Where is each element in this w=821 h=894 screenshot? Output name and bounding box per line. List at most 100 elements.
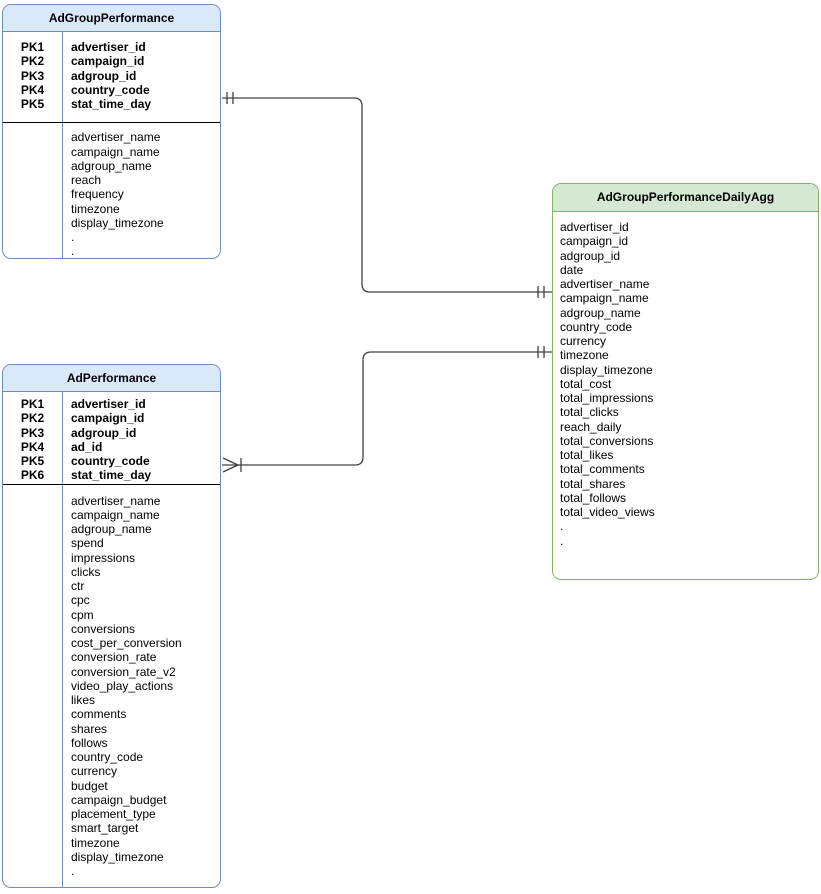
pk-field-name: campaign_id [71,411,145,426]
attribute-name: . [71,230,75,244]
pk-label-column-empty [3,484,63,887]
attribute-name: cpc [71,593,90,608]
attribute-name: display_timezone [560,362,653,377]
attribute-name: campaign_id [560,234,629,249]
pk-label: PK4 [20,439,45,454]
attribute-name: cpm [71,607,94,622]
attribute-name: campaign_name [71,144,160,159]
attribute-name: likes [71,693,96,707]
attribute-name: conversions [71,621,136,636]
pk-field-name: campaign_id [71,54,145,69]
attribute-name: timezone [71,201,120,216]
pk-field-name: country_code [71,82,150,97]
entity-title: AdPerformance [3,365,220,392]
attribute-name: . [560,533,564,548]
attribute-name: . [71,864,75,878]
entity-title: AdGroupPerformance [3,5,220,32]
attribute-name: ctr [71,579,85,593]
pk-field-name: advertiser_id [71,397,146,411]
attribute-name: advertiser_id [560,220,629,234]
attribute-name: total_conversions [560,433,654,448]
attribute-name: conversion_rate_v2 [71,664,176,679]
attribute-name: impressions [71,550,136,565]
connector-adgroupperformance-to-dailyagg[interactable] [222,92,552,298]
pk-field-name: country_code [71,454,150,468]
attribute-name: advertiser_name [71,493,161,508]
attribute-name: adgroup_name [71,158,152,173]
attribute-name: total_shares [560,476,626,491]
attribute-name: conversion_rate [71,650,157,665]
attribute-name: reach [71,173,102,187]
attribute-name: smart_target [71,821,139,836]
attribute-name: campaign_name [560,291,649,306]
attribute-name: country_code [71,750,144,764]
pk-label: PK3 [20,425,45,440]
attribute-name: advertiser_name [560,277,650,291]
attribute-name: campaign_name [71,507,160,522]
entity-adgroupperformancedailyagg[interactable]: AdGroupPerformanceDailyAgg advertiser_id… [552,183,819,580]
attribute-name: budget [71,778,108,793]
pk-label: PK2 [20,54,45,69]
pk-label: PK4 [20,82,45,97]
cardinality-one-and-only-one-ticks [226,92,234,104]
attribute-name: country_code [560,319,633,334]
attribute-name: timezone [560,348,609,363]
attribute-name: timezone [71,835,120,850]
pk-label: PK5 [20,454,45,468]
attribute-name: . [560,519,564,534]
pk-label: PK3 [20,68,45,83]
attribute-name: currency [71,764,118,779]
attribute-name: adgroup_name [560,305,641,320]
cardinality-crow-foot-many [222,457,242,473]
attribute-name: total_likes [560,448,614,462]
attribute-name: reach_daily [560,419,622,434]
cardinality-one-and-only-one-ticks [537,346,545,358]
attribute-name: placement_type [71,807,156,821]
attribute-name: total_impressions [560,391,654,405]
connector-line [222,97,552,293]
attribute-name: clicks [71,564,101,579]
pk-label: PK1 [20,397,45,411]
attribute-name: video_play_actions [71,678,174,693]
attribute-name: . [71,878,75,887]
attribute-name: . [71,244,75,258]
attribute-name: total_video_views [560,505,655,519]
attribute-name: adgroup_id [560,248,621,263]
pk-field-name: stat_time_day [71,97,152,111]
attribute-name: adgroup_name [71,522,152,536]
pk-label-column-empty [3,123,63,258]
entity-title: AdGroupPerformanceDailyAgg [553,184,818,212]
attribute-name: shares [71,721,108,736]
pk-field-name: adgroup_id [71,68,137,83]
attribute-name: total_cost [560,376,612,391]
pk-label: PK1 [20,40,45,54]
connector-adperformance-to-dailyagg[interactable] [222,346,552,473]
attribute-name: total_follows [560,490,627,505]
attribute-name: display_timezone [71,215,164,230]
pk-label: PK6 [20,468,45,483]
attribute-name: date [560,262,584,277]
pk-field-name: ad_id [71,439,103,454]
pk-label: PK5 [20,97,45,111]
attribute-name: frequency [71,187,124,202]
pk-label: PK2 [20,411,45,426]
attribute-name: spend [71,536,104,551]
pk-field-name: adgroup_id [71,425,137,440]
attribute-name: comments [71,707,127,722]
